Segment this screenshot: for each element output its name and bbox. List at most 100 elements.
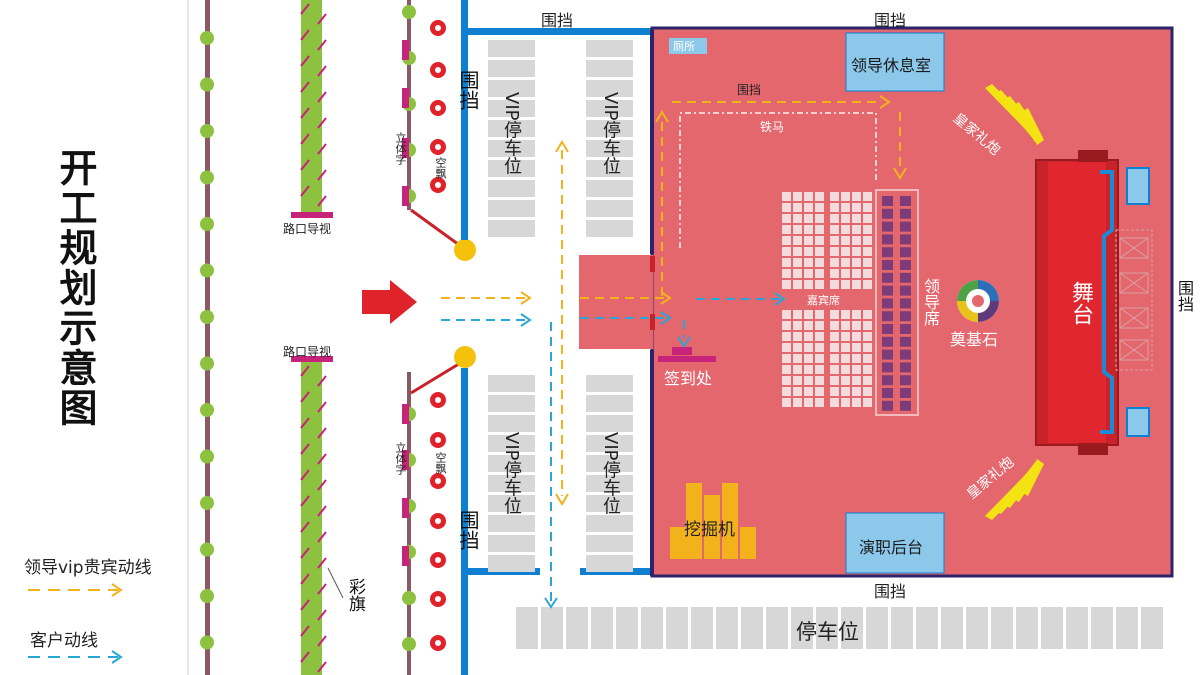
parking-stall [488,200,535,217]
guest-seat [804,321,813,330]
balloon-highlight [435,518,441,524]
parking-stall [586,200,633,217]
leader-seat [882,260,893,270]
entrance-mark-bottom [650,314,655,330]
guest-seat [841,343,850,352]
guest-seat [863,354,872,363]
guest-seat [852,365,861,374]
leader-seat [882,234,893,245]
guest-seat [782,321,791,330]
guest-seat [782,387,791,396]
fence-top-right-label: 围挡 [874,11,907,30]
toilet-box [669,38,707,54]
entrance-passage [579,255,653,349]
fence-left-upper-label: 围挡 [456,70,480,110]
balloon-highlight [435,182,441,188]
guest-seat [841,225,850,234]
leader-seat [882,349,893,360]
leader-seats-label: 领导席 [921,278,940,326]
parking-stall [591,607,613,649]
leader-seat [900,324,911,334]
balloons [430,20,446,651]
excavator-4 [740,527,756,559]
standing-sign-bar [402,404,409,424]
arrowhead-b [660,291,672,305]
lamp-dot [200,31,214,45]
balloon-highlight [435,397,441,403]
standing-sign-bar [402,40,409,60]
balloon-highlight [435,105,441,111]
leader-seat [882,196,893,206]
guest-seat [852,225,861,234]
flag-tick [300,417,310,429]
leader-seat [900,196,911,206]
road-view-sign-top [291,212,333,218]
vip-parking-label-2: VIP停车位 [600,92,621,175]
leader-seat [882,336,893,347]
excavator-label: 挖掘机 [684,520,735,540]
parking-stall [488,435,535,452]
parking-stall [488,160,535,177]
lamp-dot [200,217,214,231]
lamp-dot [200,263,214,278]
guest-seat [782,236,791,245]
guest-seat [841,365,850,374]
guest-seat [841,310,850,319]
guest-seat [830,280,839,289]
stage-truss [1115,229,1153,371]
stage-step-top [1078,150,1108,162]
flag-tick [300,81,310,93]
flag-tick [300,573,310,585]
flag-tick [317,39,327,51]
guest-seat [863,321,872,330]
sign-in-marker [672,347,692,355]
guest-seat [793,398,802,407]
road-view-bottom-label: 路口导视 [283,345,332,359]
stage-label: 舞台 [1068,281,1093,325]
guest-seat [852,343,861,352]
parking-stall [641,607,663,649]
leader-seat [882,298,893,309]
guest-seat [804,247,813,256]
parking-stall [586,475,633,492]
parking-stall [488,495,535,512]
parking-stall [488,395,535,412]
foundation-stone-label: 奠基石 [950,330,999,349]
leader-seat-frame [875,189,919,416]
guest-seat [830,203,839,212]
truss-box [1119,272,1149,294]
flag-tick [300,599,310,611]
parking-stall [616,607,638,649]
iron-horse-barrier [679,112,877,248]
guest-seat [830,387,839,396]
backstage-box [845,512,945,574]
guest-seat [815,280,824,289]
leader-seat [882,324,893,334]
flag-tick [300,469,310,481]
c-arrowhead-b [660,311,672,325]
guest-seat [804,310,813,319]
leader-seat [900,336,911,347]
guest-seat [841,236,850,245]
lamp-dot [200,77,214,92]
guest-seat [815,321,824,330]
guest-seat [841,203,850,212]
guest-seat [863,203,872,212]
standing-sign-bar [402,88,409,108]
c-arrowhead-e [544,597,558,609]
leader-arrowheads [111,95,907,597]
guest-seat [782,192,791,201]
fence-left-upper [461,0,468,240]
lawn-upper [301,0,322,215]
balloon-bottom-label: 空飘 [434,452,447,474]
guest-seat [841,387,850,396]
guest-seat [793,376,802,385]
fence-bottom-label: 围挡 [874,582,907,601]
gate-arm-lower [410,360,463,395]
standing-sign-bar [402,498,409,518]
sign-line [402,0,476,675]
guest-seat [804,398,813,407]
leader-seat [900,388,911,398]
guest-seat [815,236,824,245]
fence-inner-label: 围挡 [737,83,762,97]
